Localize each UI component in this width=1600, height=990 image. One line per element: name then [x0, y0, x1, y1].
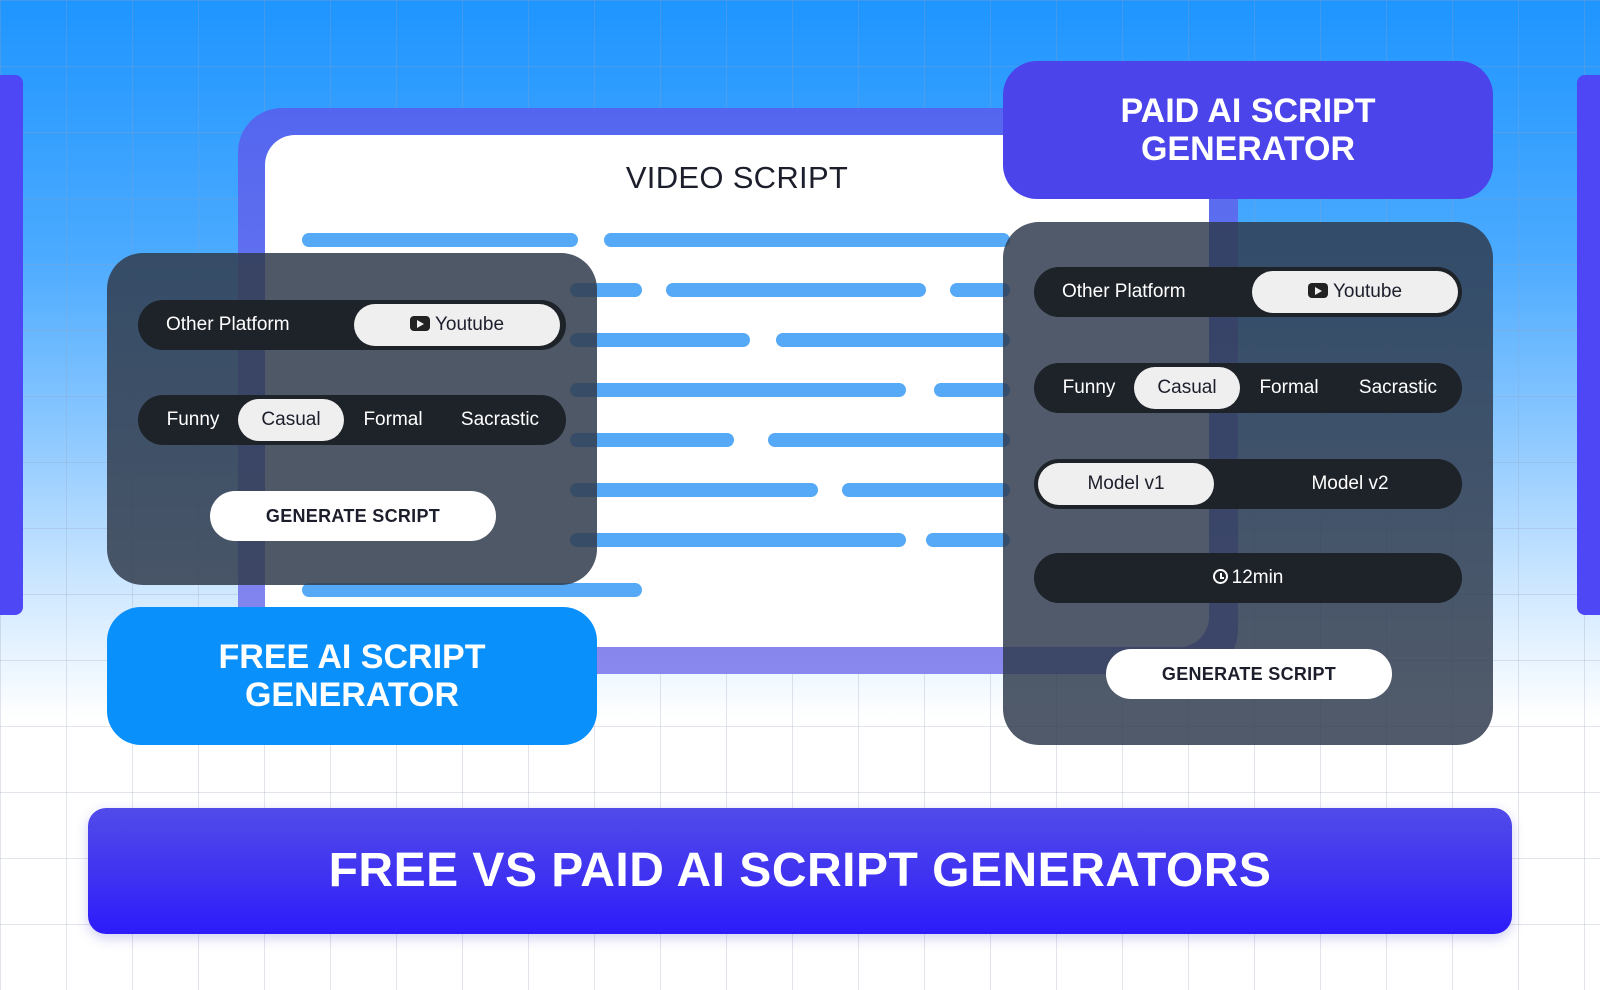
platform-youtube-label: Youtube — [434, 314, 505, 335]
platform-option-other[interactable]: Other Platform — [166, 314, 290, 335]
platform-option-other[interactable]: Other Platform — [1062, 281, 1186, 302]
duration-display[interactable]: 12min — [1034, 553, 1462, 603]
platform-switch: Other Platform Youtube — [1034, 267, 1462, 317]
script-placeholder-line — [302, 233, 578, 247]
left-edge-bar — [0, 75, 23, 615]
right-edge-bar — [1577, 75, 1600, 615]
screen-title: VIDEO SCRIPT — [625, 160, 849, 195]
script-placeholder-line — [768, 433, 1010, 447]
script-placeholder-line — [842, 483, 1010, 497]
script-placeholder-line — [776, 333, 1010, 347]
duration-label: 12min — [1231, 567, 1284, 588]
platform-option-youtube[interactable]: Youtube — [354, 304, 560, 346]
clock-icon — [1212, 569, 1228, 584]
tone-option-sacrastic[interactable]: Sacrastic — [460, 409, 540, 430]
script-placeholder-line — [604, 233, 1010, 247]
paid-generator-label: PAID AI SCRIPT GENERATOR — [1003, 61, 1493, 199]
script-placeholder-line — [926, 533, 1010, 547]
script-placeholder-line — [950, 283, 1010, 297]
tone-option-formal[interactable]: Formal — [1259, 377, 1319, 398]
tone-option-funny[interactable]: Funny — [1062, 377, 1116, 398]
paid-generator-panel: Other Platform Youtube Funny Casual Form… — [1003, 222, 1493, 745]
youtube-icon — [409, 316, 430, 331]
platform-option-youtube[interactable]: Youtube — [1252, 271, 1458, 313]
free-generator-panel: Other Platform Youtube Funny Casual Form… — [107, 253, 597, 585]
tone-switch: Funny Casual Formal Sacrastic — [138, 395, 566, 445]
script-placeholder-line — [570, 483, 818, 497]
tone-switch: Funny Casual Formal Sacrastic — [1034, 363, 1462, 413]
script-placeholder-line — [570, 433, 734, 447]
tone-option-sacrastic[interactable]: Sacrastic — [1358, 377, 1438, 398]
youtube-icon — [1307, 283, 1328, 298]
comparison-banner: FREE VS PAID AI SCRIPT GENERATORS — [88, 808, 1512, 934]
tone-option-funny[interactable]: Funny — [166, 409, 220, 430]
script-placeholder-line — [934, 383, 1010, 397]
model-option-v1[interactable]: Model v1 — [1038, 463, 1214, 505]
model-switch: Model v1 Model v2 — [1034, 459, 1462, 509]
script-placeholder-line — [570, 383, 906, 397]
free-generate-script-button[interactable]: GENERATE SCRIPT — [210, 491, 496, 541]
tone-option-formal[interactable]: Formal — [363, 409, 423, 430]
platform-youtube-label: Youtube — [1332, 281, 1403, 302]
duration-value: 12min — [1034, 553, 1462, 603]
script-placeholder-line — [570, 533, 906, 547]
free-generator-label: FREE AI SCRIPT GENERATOR — [107, 607, 597, 745]
script-placeholder-line — [570, 333, 750, 347]
model-option-v2[interactable]: Model v2 — [1311, 473, 1389, 494]
platform-switch: Other Platform Youtube — [138, 300, 566, 350]
script-placeholder-line — [302, 583, 642, 597]
tone-option-casual[interactable]: Casual — [238, 399, 344, 441]
script-placeholder-line — [666, 283, 926, 297]
tone-option-casual[interactable]: Casual — [1134, 367, 1240, 409]
paid-generate-script-button[interactable]: GENERATE SCRIPT — [1106, 649, 1392, 699]
